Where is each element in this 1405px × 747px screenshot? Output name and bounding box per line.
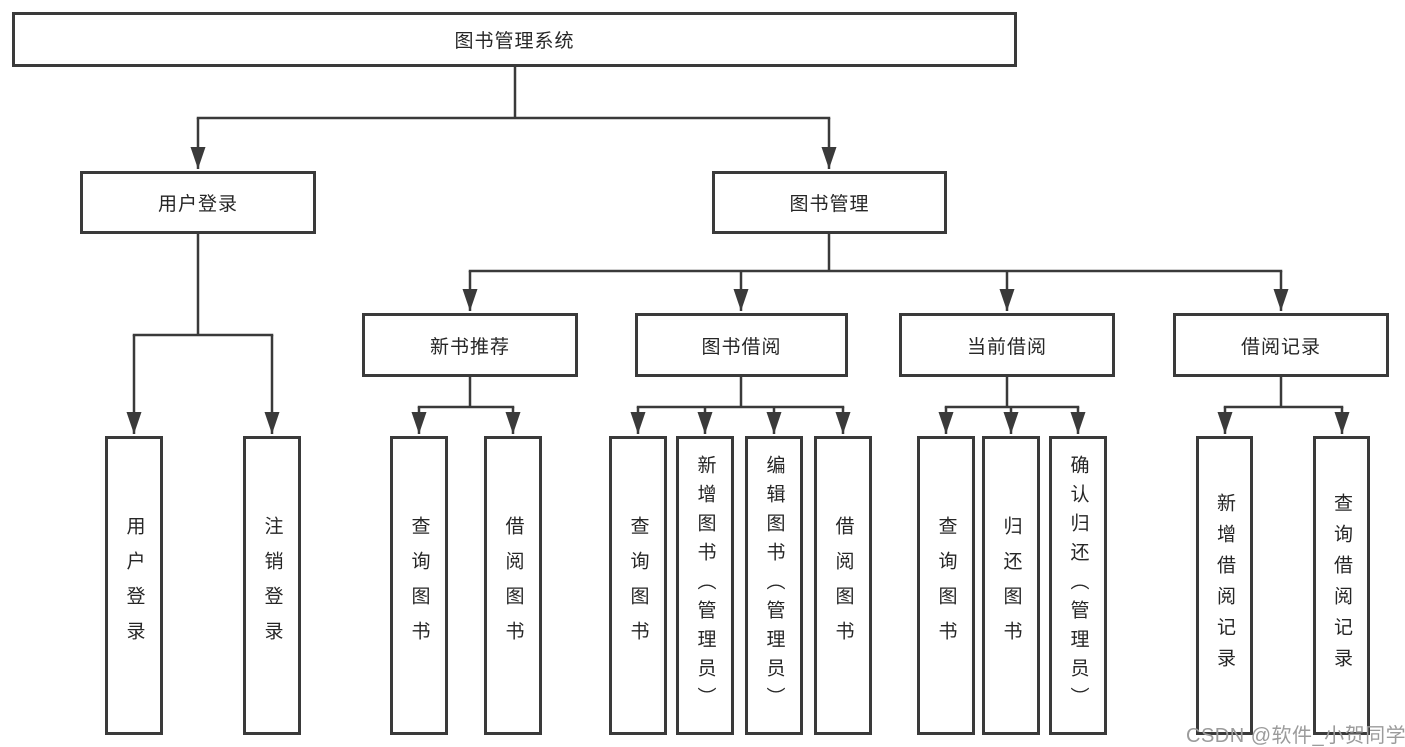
leaf-query-book-borrow: 查询图书: [609, 436, 667, 735]
leaf-user-login: 用户登录: [105, 436, 163, 735]
leaf-query-book-current-label: 查询图书: [935, 515, 957, 656]
leaf-query-book-recommend: 查询图书: [390, 436, 448, 735]
leaf-borrow-book-label: 借阅图书: [832, 515, 854, 656]
node-book-borrow: 图书借阅: [635, 313, 848, 377]
leaf-add-book-admin: 新增图书（管理员）: [676, 436, 734, 735]
node-user-login-label: 用户登录: [157, 194, 238, 215]
leaf-user-login-label: 用户登录: [123, 515, 145, 656]
connector-current-borrow-children: [938, 376, 1086, 434]
leaf-logout: 注销登录: [243, 436, 301, 735]
leaf-edit-book-admin-label: 编辑图书（管理员）: [763, 455, 785, 716]
csdn-watermark: CSDN @软件_小贺同学: [1186, 725, 1405, 747]
connector-root-to-level2: [190, 66, 837, 169]
connector-book-borrow-children: [630, 376, 851, 434]
node-new-book-recommend: 新书推荐: [362, 313, 578, 377]
leaf-add-borrow-record: 新增借阅记录: [1196, 436, 1253, 735]
leaf-query-book-current: 查询图书: [917, 436, 975, 735]
node-borrow-records-label: 借阅记录: [1240, 336, 1321, 358]
leaf-logout-label: 注销登录: [261, 515, 283, 656]
leaf-borrow-book: 借阅图书: [814, 436, 872, 735]
leaf-add-book-admin-label: 新增图书（管理员）: [694, 455, 716, 716]
leaf-add-borrow-record-label: 新增借阅记录: [1214, 492, 1235, 679]
node-new-book-recommend-label: 新书推荐: [429, 336, 510, 358]
leaf-confirm-return-admin-label: 确认归还（管理员）: [1067, 455, 1089, 716]
node-root: 图书管理系统: [12, 12, 1017, 67]
connector-user-login-children: [126, 233, 280, 434]
leaf-query-book-borrow-label: 查询图书: [627, 515, 649, 656]
leaf-query-book-recommend-label: 查询图书: [408, 515, 430, 656]
connector-new-book-recommend-children: [411, 376, 521, 434]
node-borrow-records: 借阅记录: [1173, 313, 1389, 377]
leaf-confirm-return-admin: 确认归还（管理员）: [1049, 436, 1107, 735]
connector-book-management-children: [462, 233, 1289, 311]
node-book-management: 图书管理: [712, 171, 947, 234]
node-current-borrow-label: 当前借阅: [966, 336, 1047, 358]
leaf-borrow-book-recommend: 借阅图书: [484, 436, 542, 735]
leaf-return-book: 归还图书: [982, 436, 1040, 735]
node-current-borrow: 当前借阅: [899, 313, 1115, 377]
node-root-label: 图书管理系统: [454, 31, 575, 52]
node-book-management-label: 图书管理: [789, 194, 870, 215]
node-book-borrow-label: 图书借阅: [701, 336, 782, 358]
leaf-query-borrow-record-label: 查询借阅记录: [1331, 492, 1352, 679]
node-user-login: 用户登录: [80, 171, 316, 234]
leaf-edit-book-admin: 编辑图书（管理员）: [745, 436, 803, 735]
connector-borrow-records-children: [1217, 376, 1350, 434]
leaf-borrow-book-recommend-label: 借阅图书: [502, 515, 524, 656]
leaf-query-borrow-record: 查询借阅记录: [1313, 436, 1370, 735]
leaf-return-book-label: 归还图书: [1000, 515, 1022, 656]
